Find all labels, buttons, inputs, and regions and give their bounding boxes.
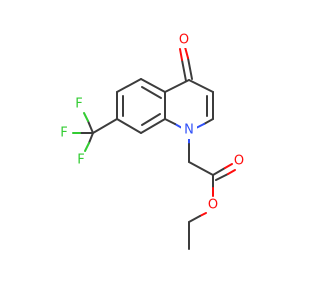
bond-cf3-fbottom-green — [84, 142, 90, 152]
bond-cf3-ftop-green — [83, 112, 89, 122]
bond-c8-c8a-inner — [141, 113, 161, 126]
bond-ketone-o-2 — [179, 48, 183, 61]
bond-c-ocarbonyl-red — [224, 163, 233, 169]
bond-c-ocarbonyl-gray — [212, 167, 226, 176]
bond-c7-c8 — [116, 118, 142, 134]
bond-c5-c6 — [116, 78, 142, 93]
bond-c4-c3 — [188, 79, 214, 93]
molecule-canvas: O N F F F O O — [60, 30, 245, 250]
bond-ch2-c — [188, 161, 214, 176]
bond-c-ocarbonyl-red-2 — [227, 169, 236, 175]
bond-ketone-c — [187, 57, 193, 80]
carbonyl-oxygen-label: O — [234, 154, 244, 169]
bond-ketone-o — [184, 46, 189, 59]
bond-c8-c8a — [140, 118, 166, 134]
bond-cf3-ftop-gray — [87, 120, 94, 134]
bond-c-ocarbonyl-gray-2 — [215, 173, 229, 181]
ester-oxygen-label: O — [208, 198, 218, 213]
molecule-structure: O N F F F O O — [60, 30, 245, 250]
bond-c2-n-gray — [203, 118, 214, 125]
bond-cf3-fbottom-gray — [88, 132, 94, 144]
ketone-label-bg — [176, 30, 192, 48]
ketone-oxygen-label: O — [179, 33, 189, 48]
bond-c4a-c4 — [164, 79, 190, 93]
nitrogen-label: N — [184, 123, 194, 138]
fluorine-bottom-label: F — [77, 153, 84, 168]
bond-n-c8a-blue — [174, 123, 183, 129]
fluorine-left-label: F — [60, 126, 67, 141]
bond-c4a-c5-inner — [141, 86, 162, 99]
nitrogen-label-bg — [181, 121, 197, 139]
bond-c2-n-blue — [195, 123, 205, 129]
bond-c4a-c5 — [140, 78, 166, 93]
fluorine-top-label: F — [75, 97, 82, 112]
bond-oester-ch2-gray — [188, 215, 201, 223]
bond-c7-cf3 — [92, 118, 118, 134]
bond-n-c8a-gray — [164, 118, 176, 125]
bond-ketone-c-2 — [181, 59, 187, 82]
bond-oester-ch2-red — [199, 212, 207, 217]
